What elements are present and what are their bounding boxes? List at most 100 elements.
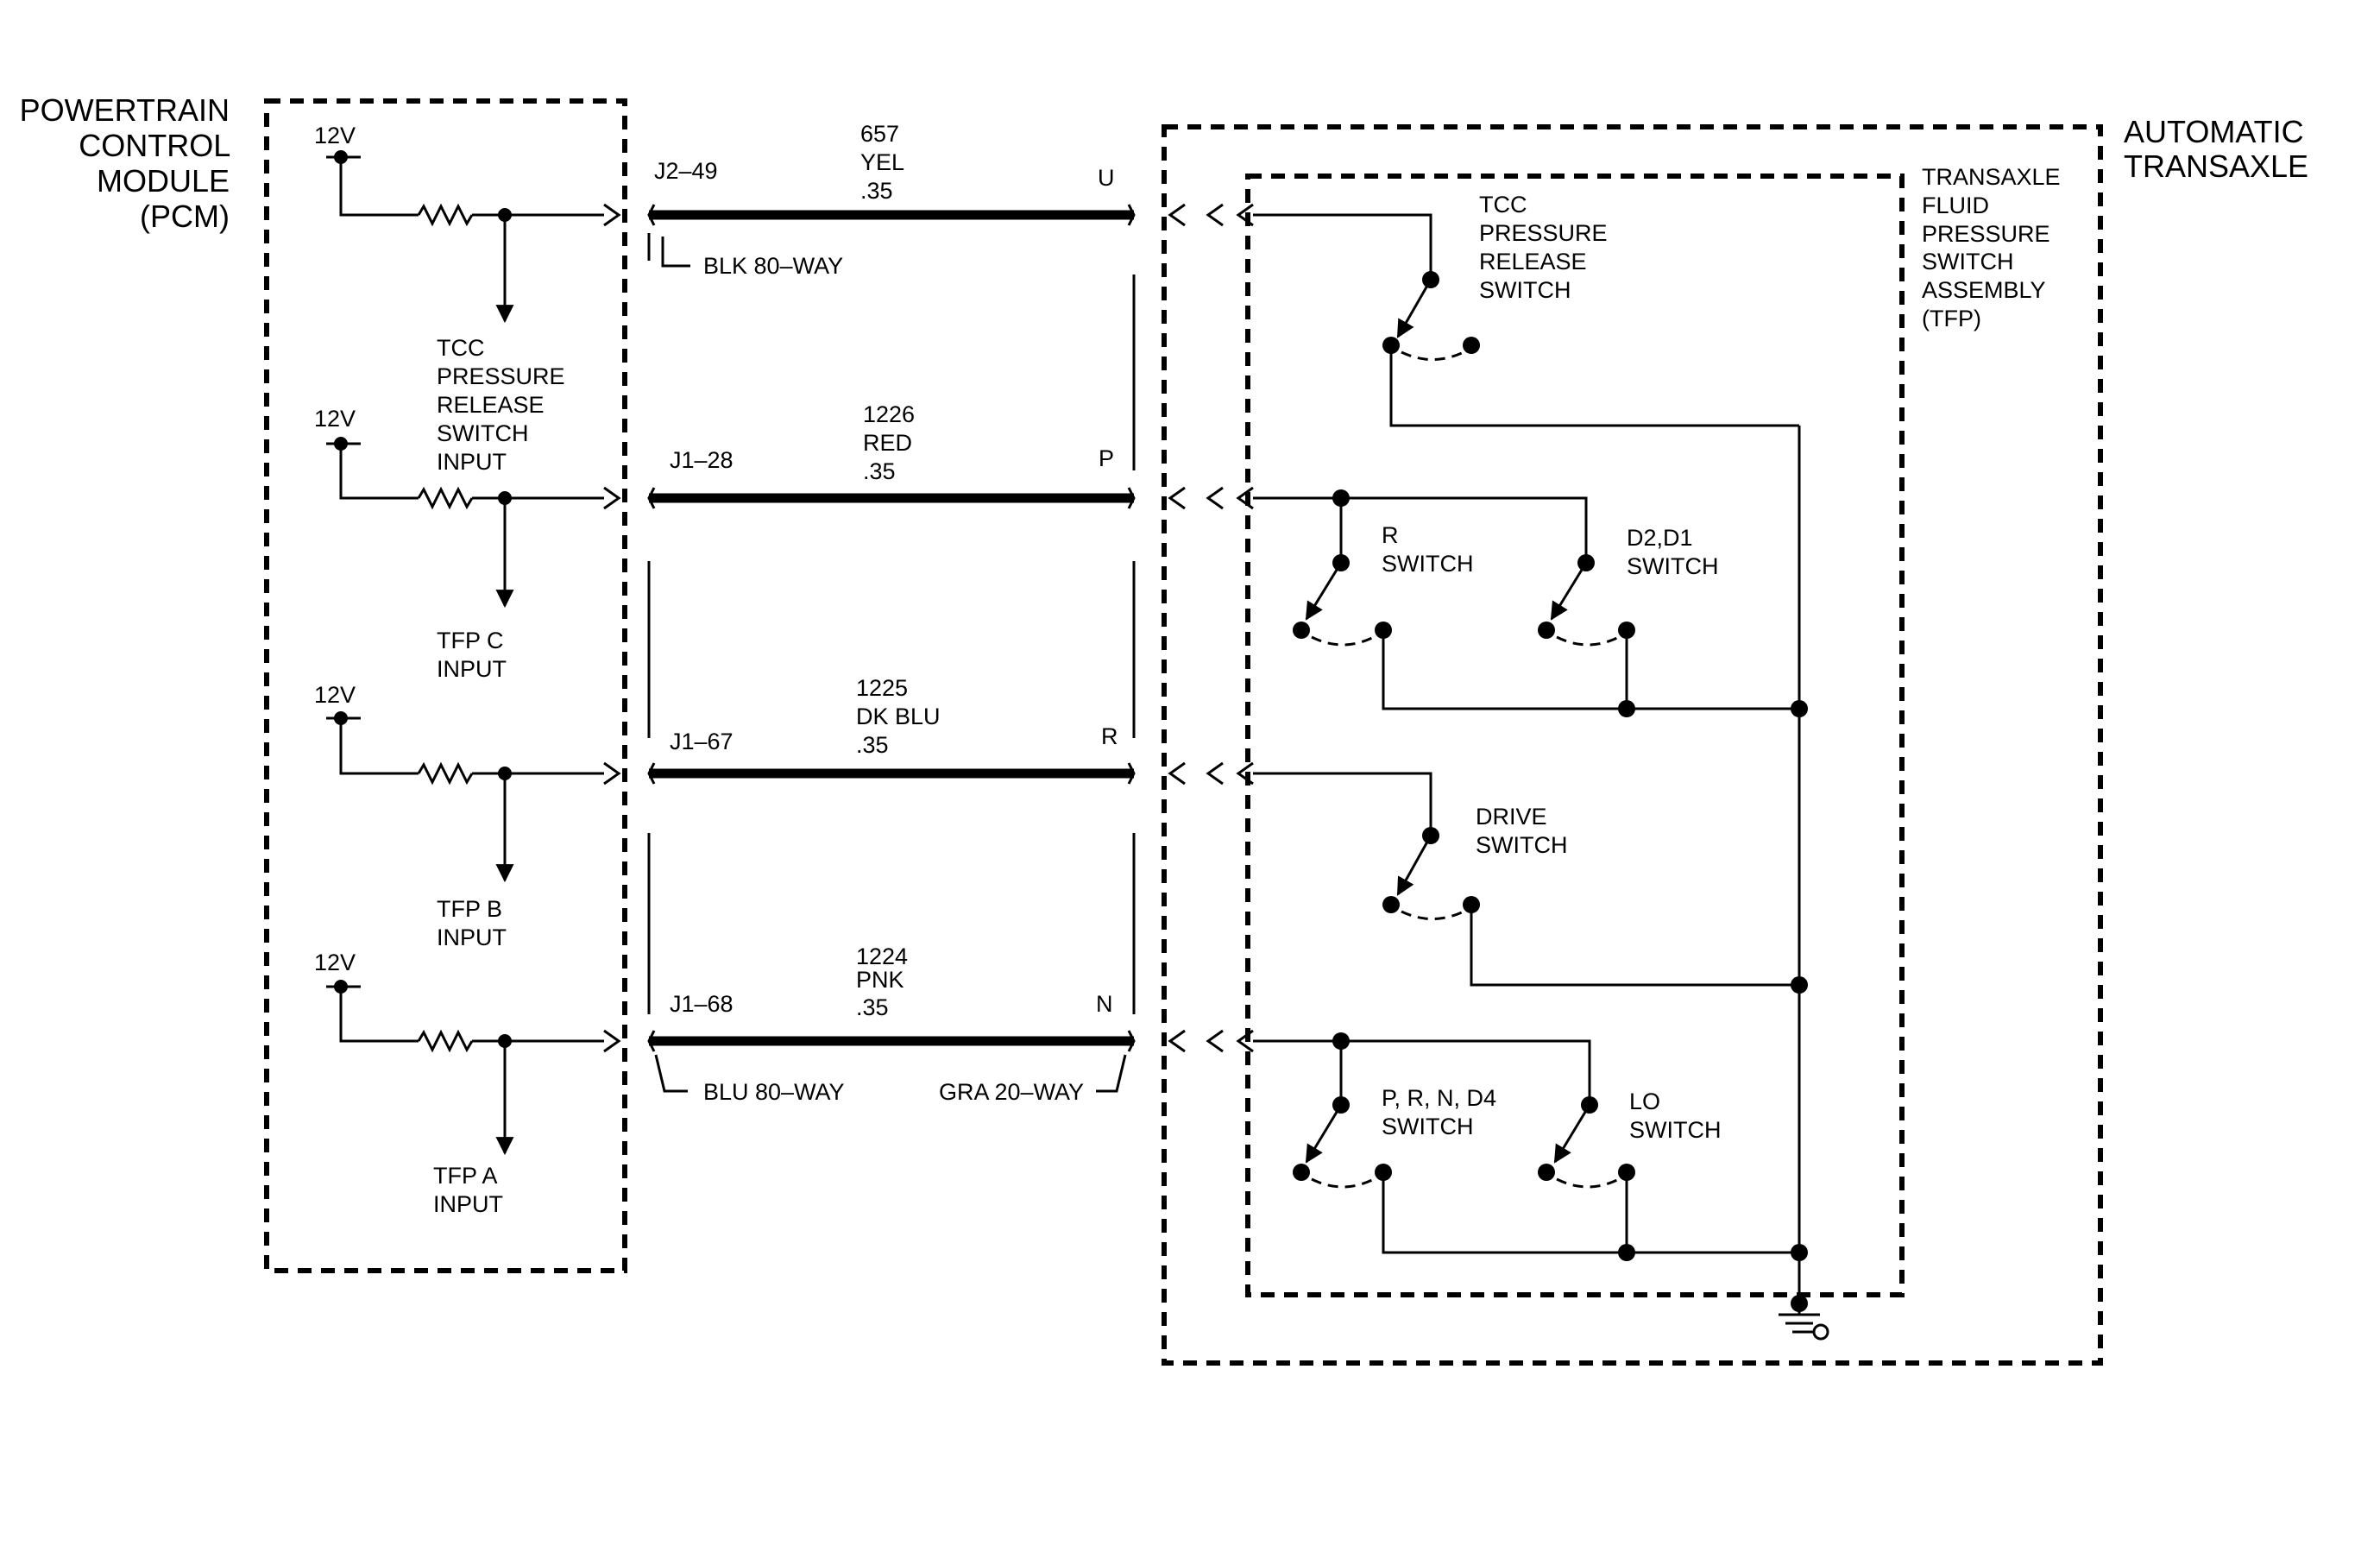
pcm-pin-arrow [603, 1029, 621, 1053]
tcc-pressure-release-switch: TCC PRESSURE RELEASE SWITCH [1236, 192, 1799, 427]
transaxle-pin-label: R [1101, 723, 1118, 749]
terminal-arrow [1236, 761, 1254, 786]
label-line: TFP A [433, 1163, 498, 1189]
label-line: SWITCH [1627, 553, 1718, 579]
chevron [1206, 486, 1224, 510]
ground-terminal [1812, 1323, 1829, 1341]
switch-blade [1396, 835, 1432, 896]
r-switch-label: R SWITCH [1382, 522, 1473, 577]
pcm-pin-arrow [603, 203, 621, 227]
label-line: TCC [437, 335, 485, 361]
tfp-assembly-dashed-border [1245, 174, 1905, 1297]
wire-end-cap [1127, 204, 1136, 226]
pcm-title-line: CONTROL [79, 128, 230, 163]
circuit-number: 1224 [856, 943, 908, 969]
circuit-number: 1225 [856, 675, 908, 701]
pullup-resistor [417, 486, 474, 510]
circuit-1225: J1–67 1225 DK BLU .35 R [647, 675, 1136, 785]
chevron [1168, 203, 1186, 227]
pcm-pin-label: J1–67 [670, 729, 734, 754]
tfp-assembly-label: TRANSAXLE FLUID PRESSURE SWITCH ASSEMBLY… [1922, 164, 2067, 331]
terminal-arrow [1236, 1029, 1254, 1053]
wire-end-cap [1127, 762, 1136, 785]
switch-feed-wire [1253, 496, 1588, 563]
pcm-pin-arrow [603, 761, 621, 786]
pcm-pin-label: J1–28 [670, 447, 734, 473]
connector-leader [1096, 1054, 1127, 1093]
pcm-channel-tfp-a: 12V TFP A INPUT [314, 950, 621, 1217]
pcm-title-line: POWERTRAIN [20, 92, 230, 128]
transaxle-dashed-border [1162, 124, 2103, 1366]
wire-end-cap [1127, 487, 1136, 509]
supply-wire [339, 157, 419, 217]
label-line: PRESSURE [437, 363, 565, 389]
label-line: SWITCH [1922, 249, 2013, 275]
switch-contact [1538, 1164, 1555, 1181]
label-line: DRIVE [1476, 804, 1547, 830]
switch-contact [1293, 622, 1310, 639]
pcm-title-line: (PCM) [140, 199, 230, 234]
label-line: ASSEMBLY [1922, 277, 2046, 303]
label-line: TFP B [437, 896, 502, 922]
switch-contact [1463, 337, 1480, 354]
switch-feed-wire [1253, 1039, 1591, 1105]
connector-leader [661, 237, 690, 268]
wire-color: DK BLU [856, 704, 941, 729]
wire-spec-label: 657 YEL .35 [860, 121, 910, 204]
wire-spec-label: 1225 DK BLU .35 [856, 675, 947, 758]
wire-end-cap [647, 487, 656, 509]
chevron [1206, 203, 1224, 227]
supply-wire [339, 444, 419, 500]
transaxle-pin-label: P [1099, 445, 1114, 471]
pcm-channel-tfp-b: 12V TFP B INPUT [314, 682, 621, 950]
pullup-resistor [417, 203, 474, 227]
supply-12v-label: 12V [314, 682, 356, 708]
prnd4-lo-switch-pair: P, R, N, D4 SWITCH LO SWITCH [1236, 1029, 1799, 1261]
prnd4-switch-label: P, R, N, D4 SWITCH [1382, 1085, 1503, 1139]
label-line: (TFP) [1922, 306, 1981, 331]
pcm-channel-tcc: 12V TCC PRESSURE RELEASE SWITCH INPUT [314, 123, 621, 475]
pcm-pin-arrow [603, 486, 621, 510]
pullup-resistor [417, 1029, 474, 1053]
circuit-657: J2–49 657 YEL .35 U [647, 121, 1136, 226]
switch-contact [1538, 622, 1555, 639]
wire-gauge: .35 [863, 458, 896, 484]
label-line: TFP C [437, 628, 504, 653]
label-line: FLUID [1922, 192, 1989, 218]
wire-spec-label: 1226 RED .35 [863, 401, 922, 484]
transaxle-pin-label: N [1096, 991, 1113, 1017]
switch-ground-wire [1470, 905, 1799, 987]
wire-color: PNK [856, 967, 904, 993]
wire-end-cap [647, 1030, 656, 1052]
label-line: INPUT [437, 656, 507, 682]
connector-leader [654, 1054, 688, 1093]
drive-switch-label: DRIVE SWITCH [1476, 804, 1567, 858]
switch-blade [1550, 562, 1588, 621]
chevron [1168, 1029, 1186, 1053]
wire-end-cap [647, 204, 656, 226]
switch-feed-wire [1253, 213, 1432, 280]
wire-spec-label: 1224 PNK .35 [856, 943, 915, 1020]
r-d2d1-switch-pair: R SWITCH D2,D1 SWITCH [1236, 486, 1799, 717]
pcm-block: POWERTRAIN CONTROL MODULE (PCM) 12V TCC … [20, 92, 627, 1273]
pullup-resistor [417, 761, 474, 786]
supply-wire [339, 987, 419, 1043]
switch-contact [1382, 896, 1400, 913]
supply-12v-label: 12V [314, 123, 356, 148]
switch-blade [1396, 279, 1432, 338]
wire-gauge: .35 [856, 994, 889, 1020]
tfp-b-input-label: TFP B INPUT [437, 896, 509, 950]
label-line: R [1382, 522, 1399, 548]
label-line: LO [1629, 1089, 1660, 1114]
switch-dashed-arc [1556, 1177, 1620, 1189]
label-line: SWITCH [1629, 1117, 1721, 1143]
pcm-dashed-border [264, 98, 627, 1273]
terminal-arrow [1236, 203, 1254, 227]
transaxle-block: AUTOMATIC TRANSAXLE TRANSAXLE FLUID PRES… [1162, 114, 2308, 1366]
chevron [1168, 761, 1186, 786]
connector-top-label: BLK 80–WAY [703, 253, 843, 279]
tcc-input-label: TCC PRESSURE RELEASE SWITCH INPUT [437, 335, 571, 475]
chevron [1206, 1029, 1224, 1053]
label-line: PRESSURE [1922, 221, 2050, 247]
label-line: SWITCH [1479, 277, 1571, 303]
